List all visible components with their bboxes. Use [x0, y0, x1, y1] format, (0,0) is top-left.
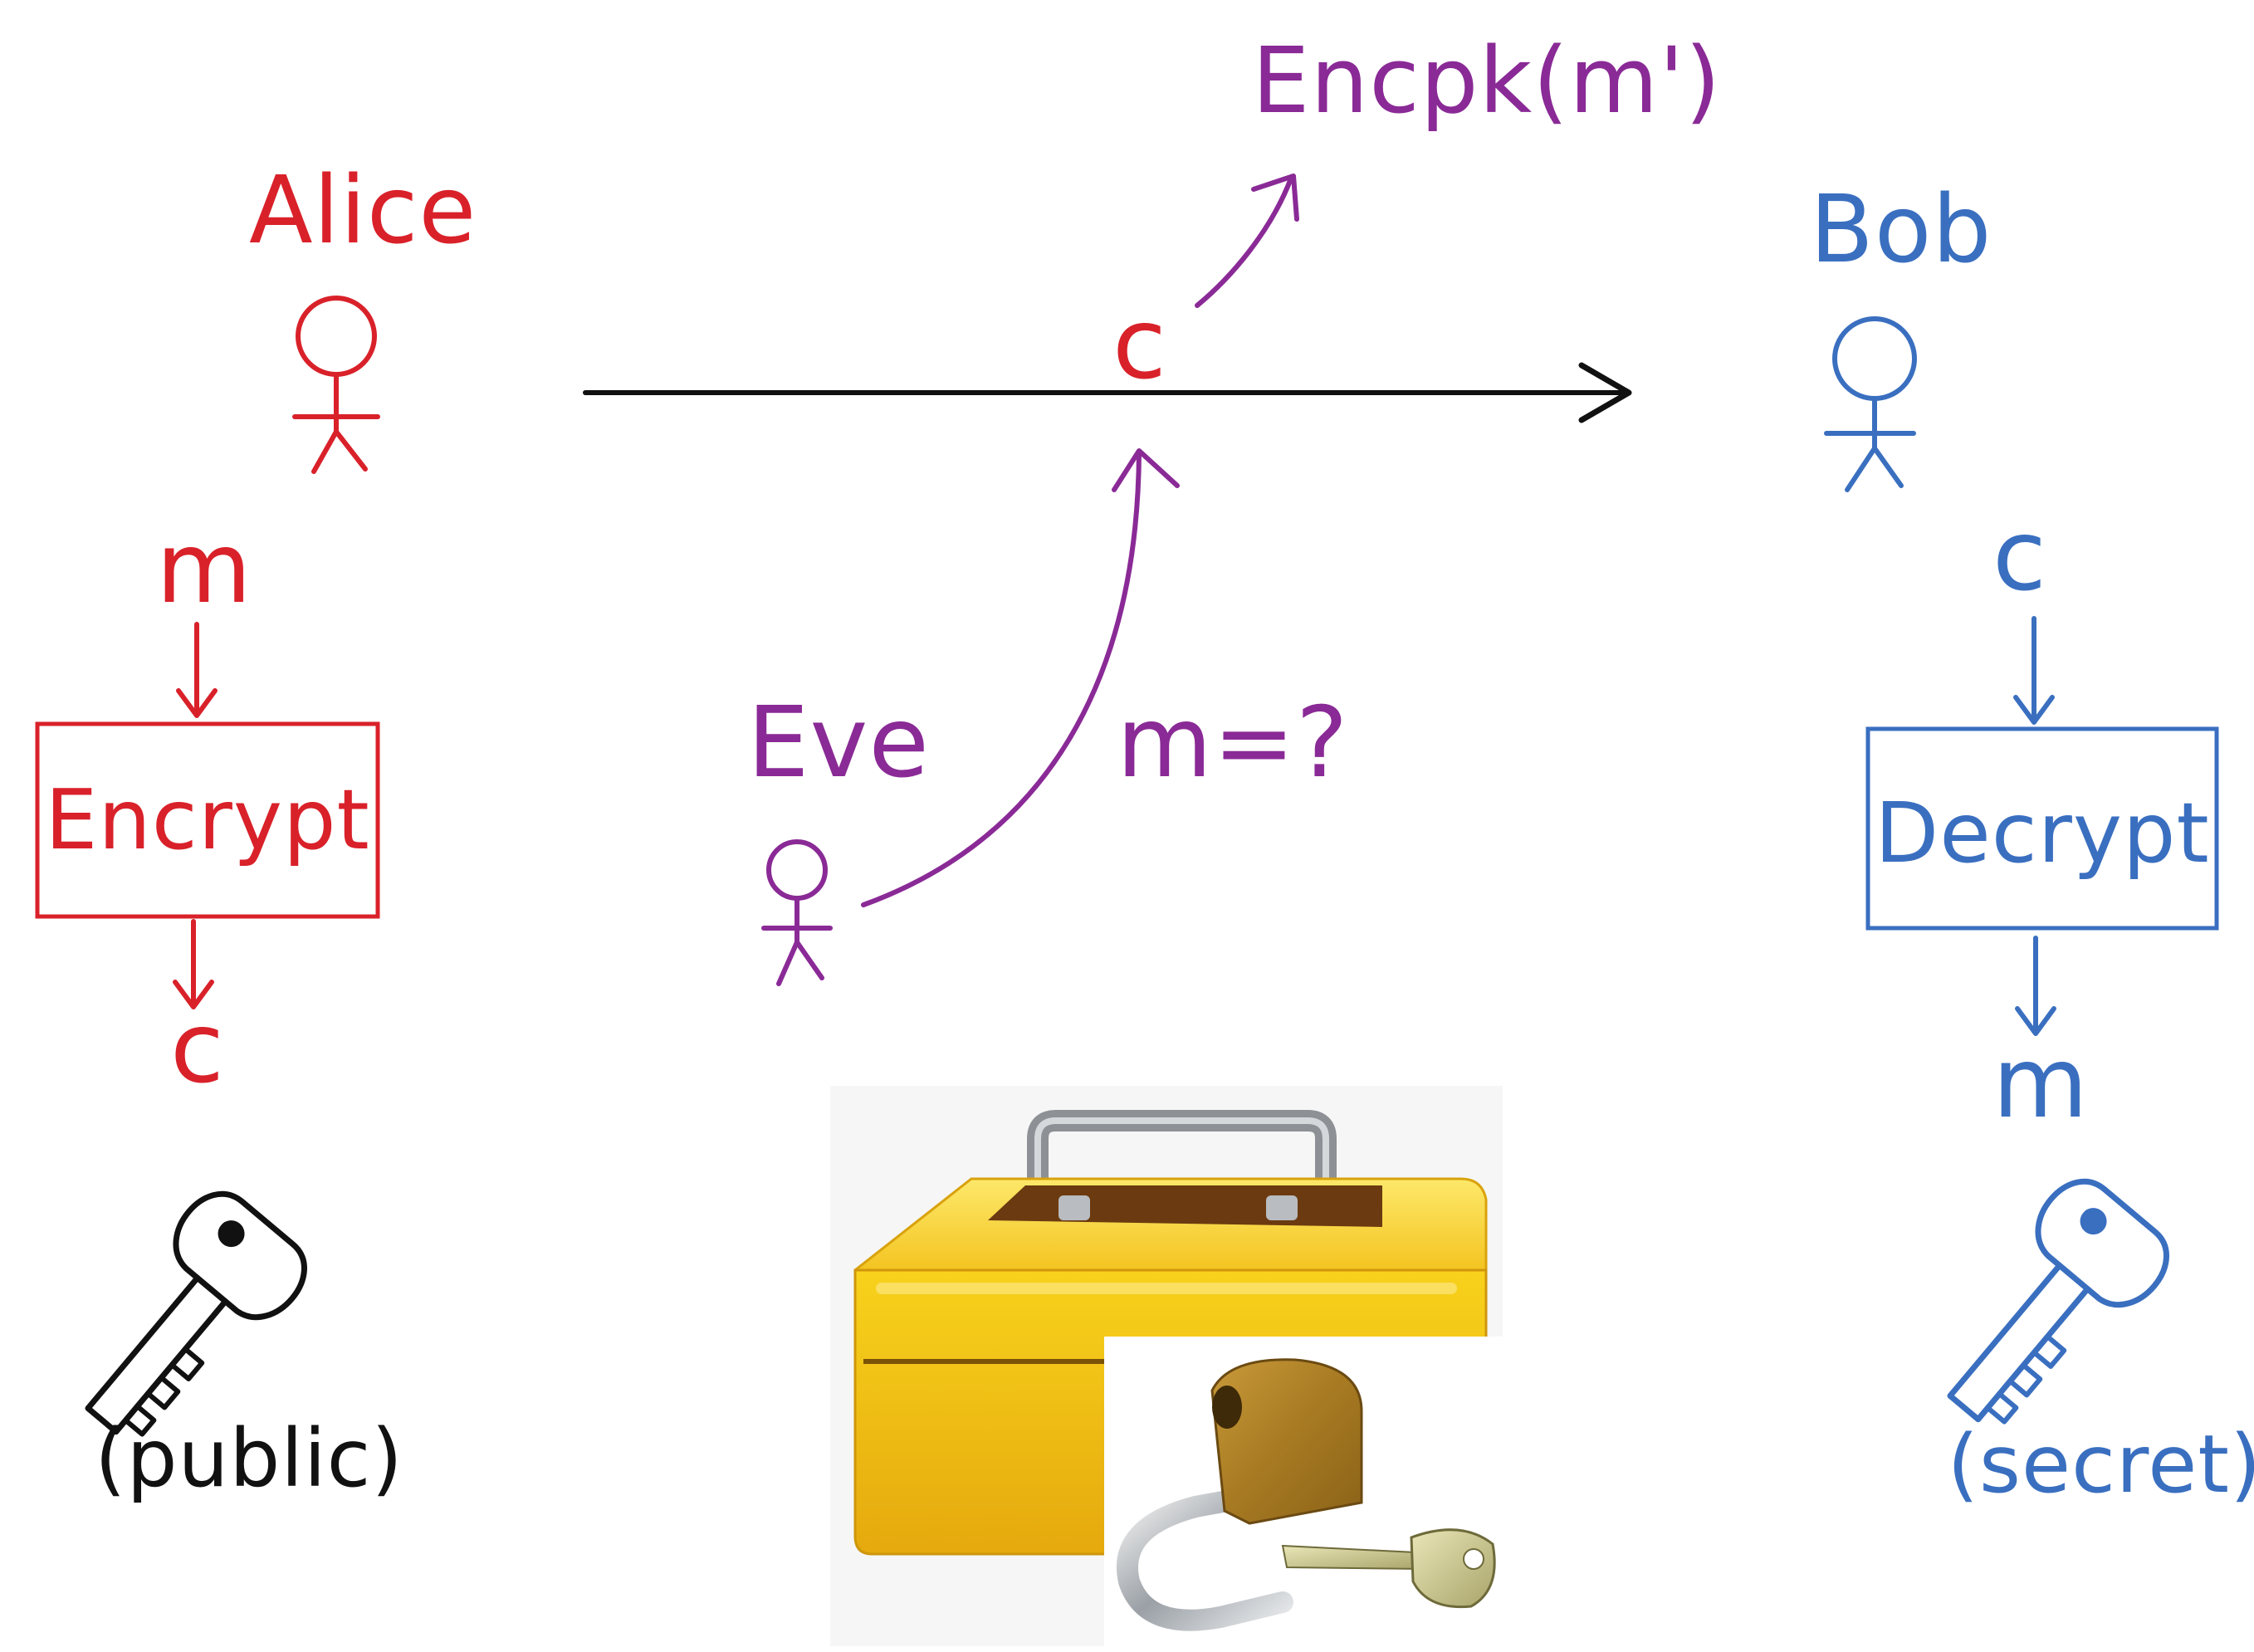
alice-input-label: m [156, 511, 252, 625]
eve-group: Eve m=? [747, 448, 1348, 986]
channel-ciphertext-label: c [1112, 286, 1167, 401]
encrypt-box [35, 721, 380, 919]
alice-down-arrow-icon [176, 622, 218, 718]
bob-stick-figure-icon [1824, 316, 1917, 492]
channel-group: c Encpk(m') [583, 27, 1721, 423]
bob-input-label: c [1992, 498, 2047, 613]
alice-output-arrow-icon [173, 919, 214, 1009]
decrypt-box [1865, 726, 2219, 931]
alice-name: Alice [249, 157, 477, 265]
lockbox-bolt-left [1059, 1195, 1090, 1220]
lockbox-recess [988, 1185, 1382, 1227]
channel-arrow-icon [583, 362, 1632, 423]
alice-stick-figure-icon [292, 296, 380, 474]
lockbox-illustration [830, 1086, 1503, 1648]
lockbox-handle-icon [1027, 1110, 1337, 1229]
bob-group: Bob c Decrypt m (secret) [1810, 176, 2254, 1511]
eve-name: Eve [747, 685, 930, 799]
lockbox-highlight [876, 1283, 1457, 1294]
decrypt-box-label: Decrypt [1875, 784, 2209, 882]
public-key-label: (public) [95, 1412, 403, 1505]
eve-question-label: m=? [1117, 685, 1348, 799]
padlock-key-icon [1116, 1358, 1496, 1631]
eve-intercept-arrow-icon [861, 448, 1180, 907]
bob-output-arrow-icon [2015, 936, 2056, 1036]
forge-arrow-icon [1195, 174, 1299, 308]
lockbox-bolt-right [1266, 1195, 1298, 1220]
secret-key-label: (secret) [1948, 1418, 2254, 1511]
bob-down-arrow-icon [2013, 616, 2055, 725]
alice-output-label: c [170, 990, 225, 1105]
forged-ciphertext-label: Encpk(m') [1252, 27, 1721, 134]
encrypt-box-label: Encrypt [45, 771, 370, 868]
alice-group: Alice m Encrypt c (public) [35, 157, 477, 1505]
bob-output-label: m [1992, 1025, 2089, 1140]
public-key-icon [85, 1190, 307, 1437]
secret-key-icon [1947, 1178, 2169, 1425]
bob-name: Bob [1810, 176, 1992, 284]
eve-stick-figure-icon [761, 839, 833, 986]
